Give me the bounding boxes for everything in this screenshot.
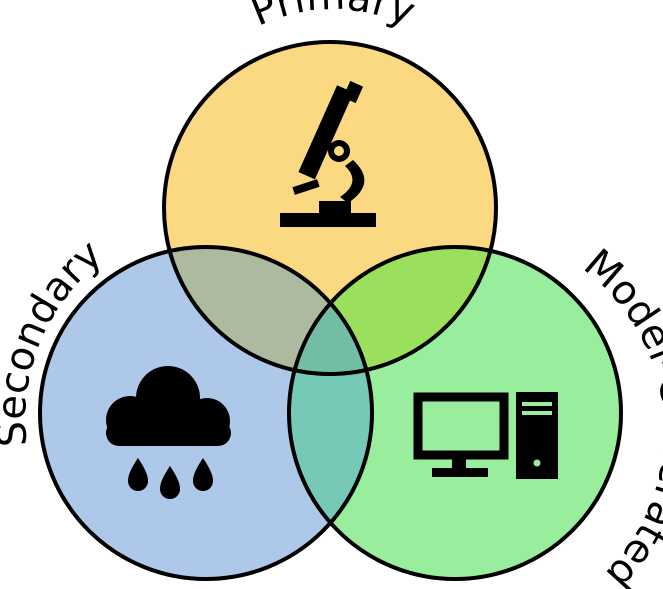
overlap-primary-model xyxy=(289,247,496,374)
rain-cloud-icon xyxy=(106,366,231,499)
label-primary: Primary xyxy=(244,0,421,35)
microscope-icon xyxy=(280,80,376,227)
overlap-primary-secondary xyxy=(164,247,372,374)
desktop-computer-icon xyxy=(413,392,558,479)
circle-outlines xyxy=(38,40,623,581)
